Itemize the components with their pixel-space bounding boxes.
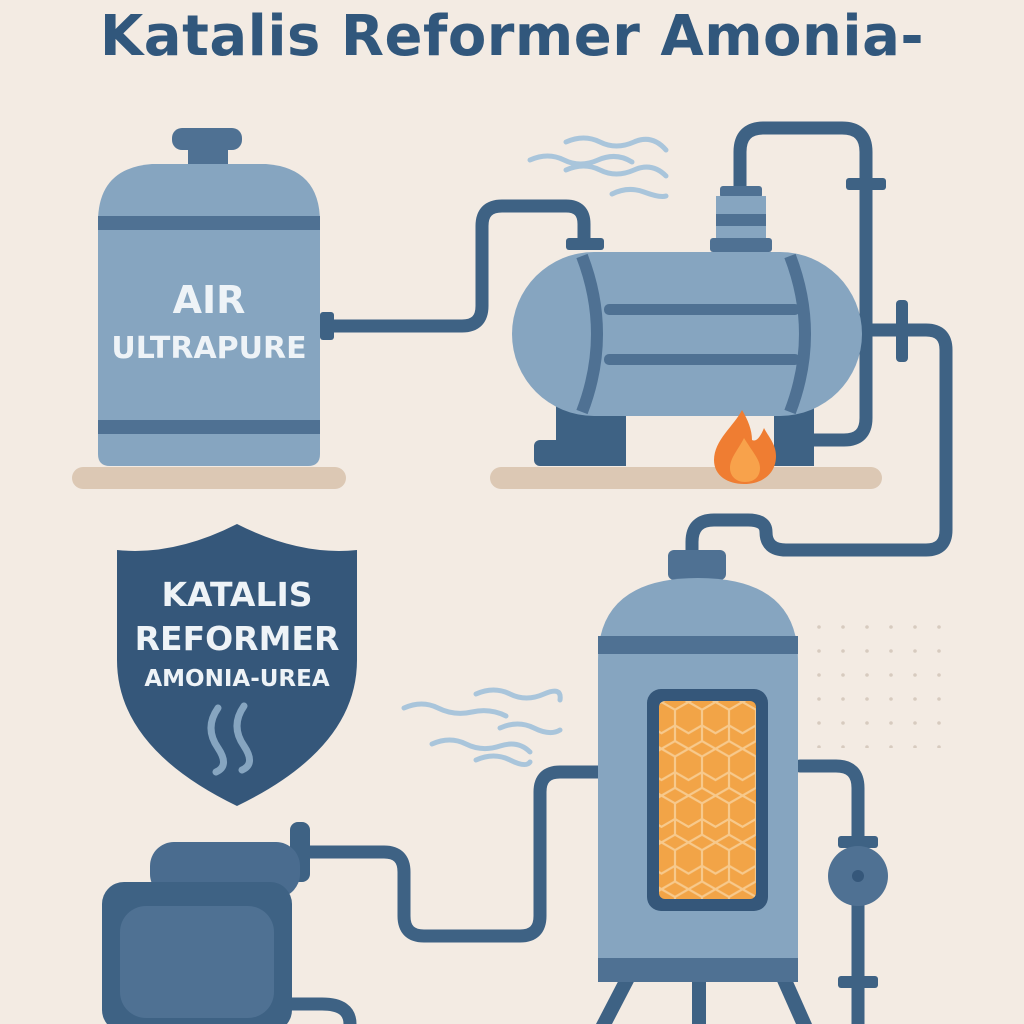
pipe-pump-bottom [275, 997, 357, 1024]
tank-label-air: AIR [173, 278, 246, 322]
flange-outlet [896, 300, 908, 362]
shield-label-reformer: REFORMER [135, 619, 340, 658]
flange-reactor-out [838, 976, 878, 988]
pipe-reactor-outlet [793, 759, 865, 1024]
shield-icon [117, 524, 357, 806]
pipe-reformer-to-reactor [685, 323, 953, 559]
water-tank [98, 128, 320, 466]
page-title: Katalis Reformer Amonia- [99, 4, 925, 69]
pipe-reactor-to-pump [293, 765, 659, 943]
flange-tank [320, 312, 334, 340]
valve-icon [828, 846, 888, 906]
shield-label-amonia-urea: AMONIA-UREA [144, 666, 329, 692]
tank-label-ultrapure: ULTRAPURE [111, 331, 306, 366]
pipe-top-loop [733, 121, 873, 447]
flange-reformer-top [566, 238, 604, 250]
dot-grid [812, 618, 942, 748]
floor-left [72, 467, 346, 489]
floor-right [490, 467, 882, 489]
flame-icon [714, 410, 776, 484]
steam-icon [401, 687, 563, 768]
shield-label-katalis: KATALIS [161, 575, 312, 614]
pump-unit [102, 822, 310, 1024]
reformer-vessel [512, 186, 862, 466]
honeycomb-icon [659, 701, 756, 899]
flange-loop [846, 178, 886, 190]
pipe-tank-to-reformer [325, 199, 591, 333]
steam-icon [527, 135, 669, 199]
flange-reactor-valve-top [838, 836, 878, 848]
